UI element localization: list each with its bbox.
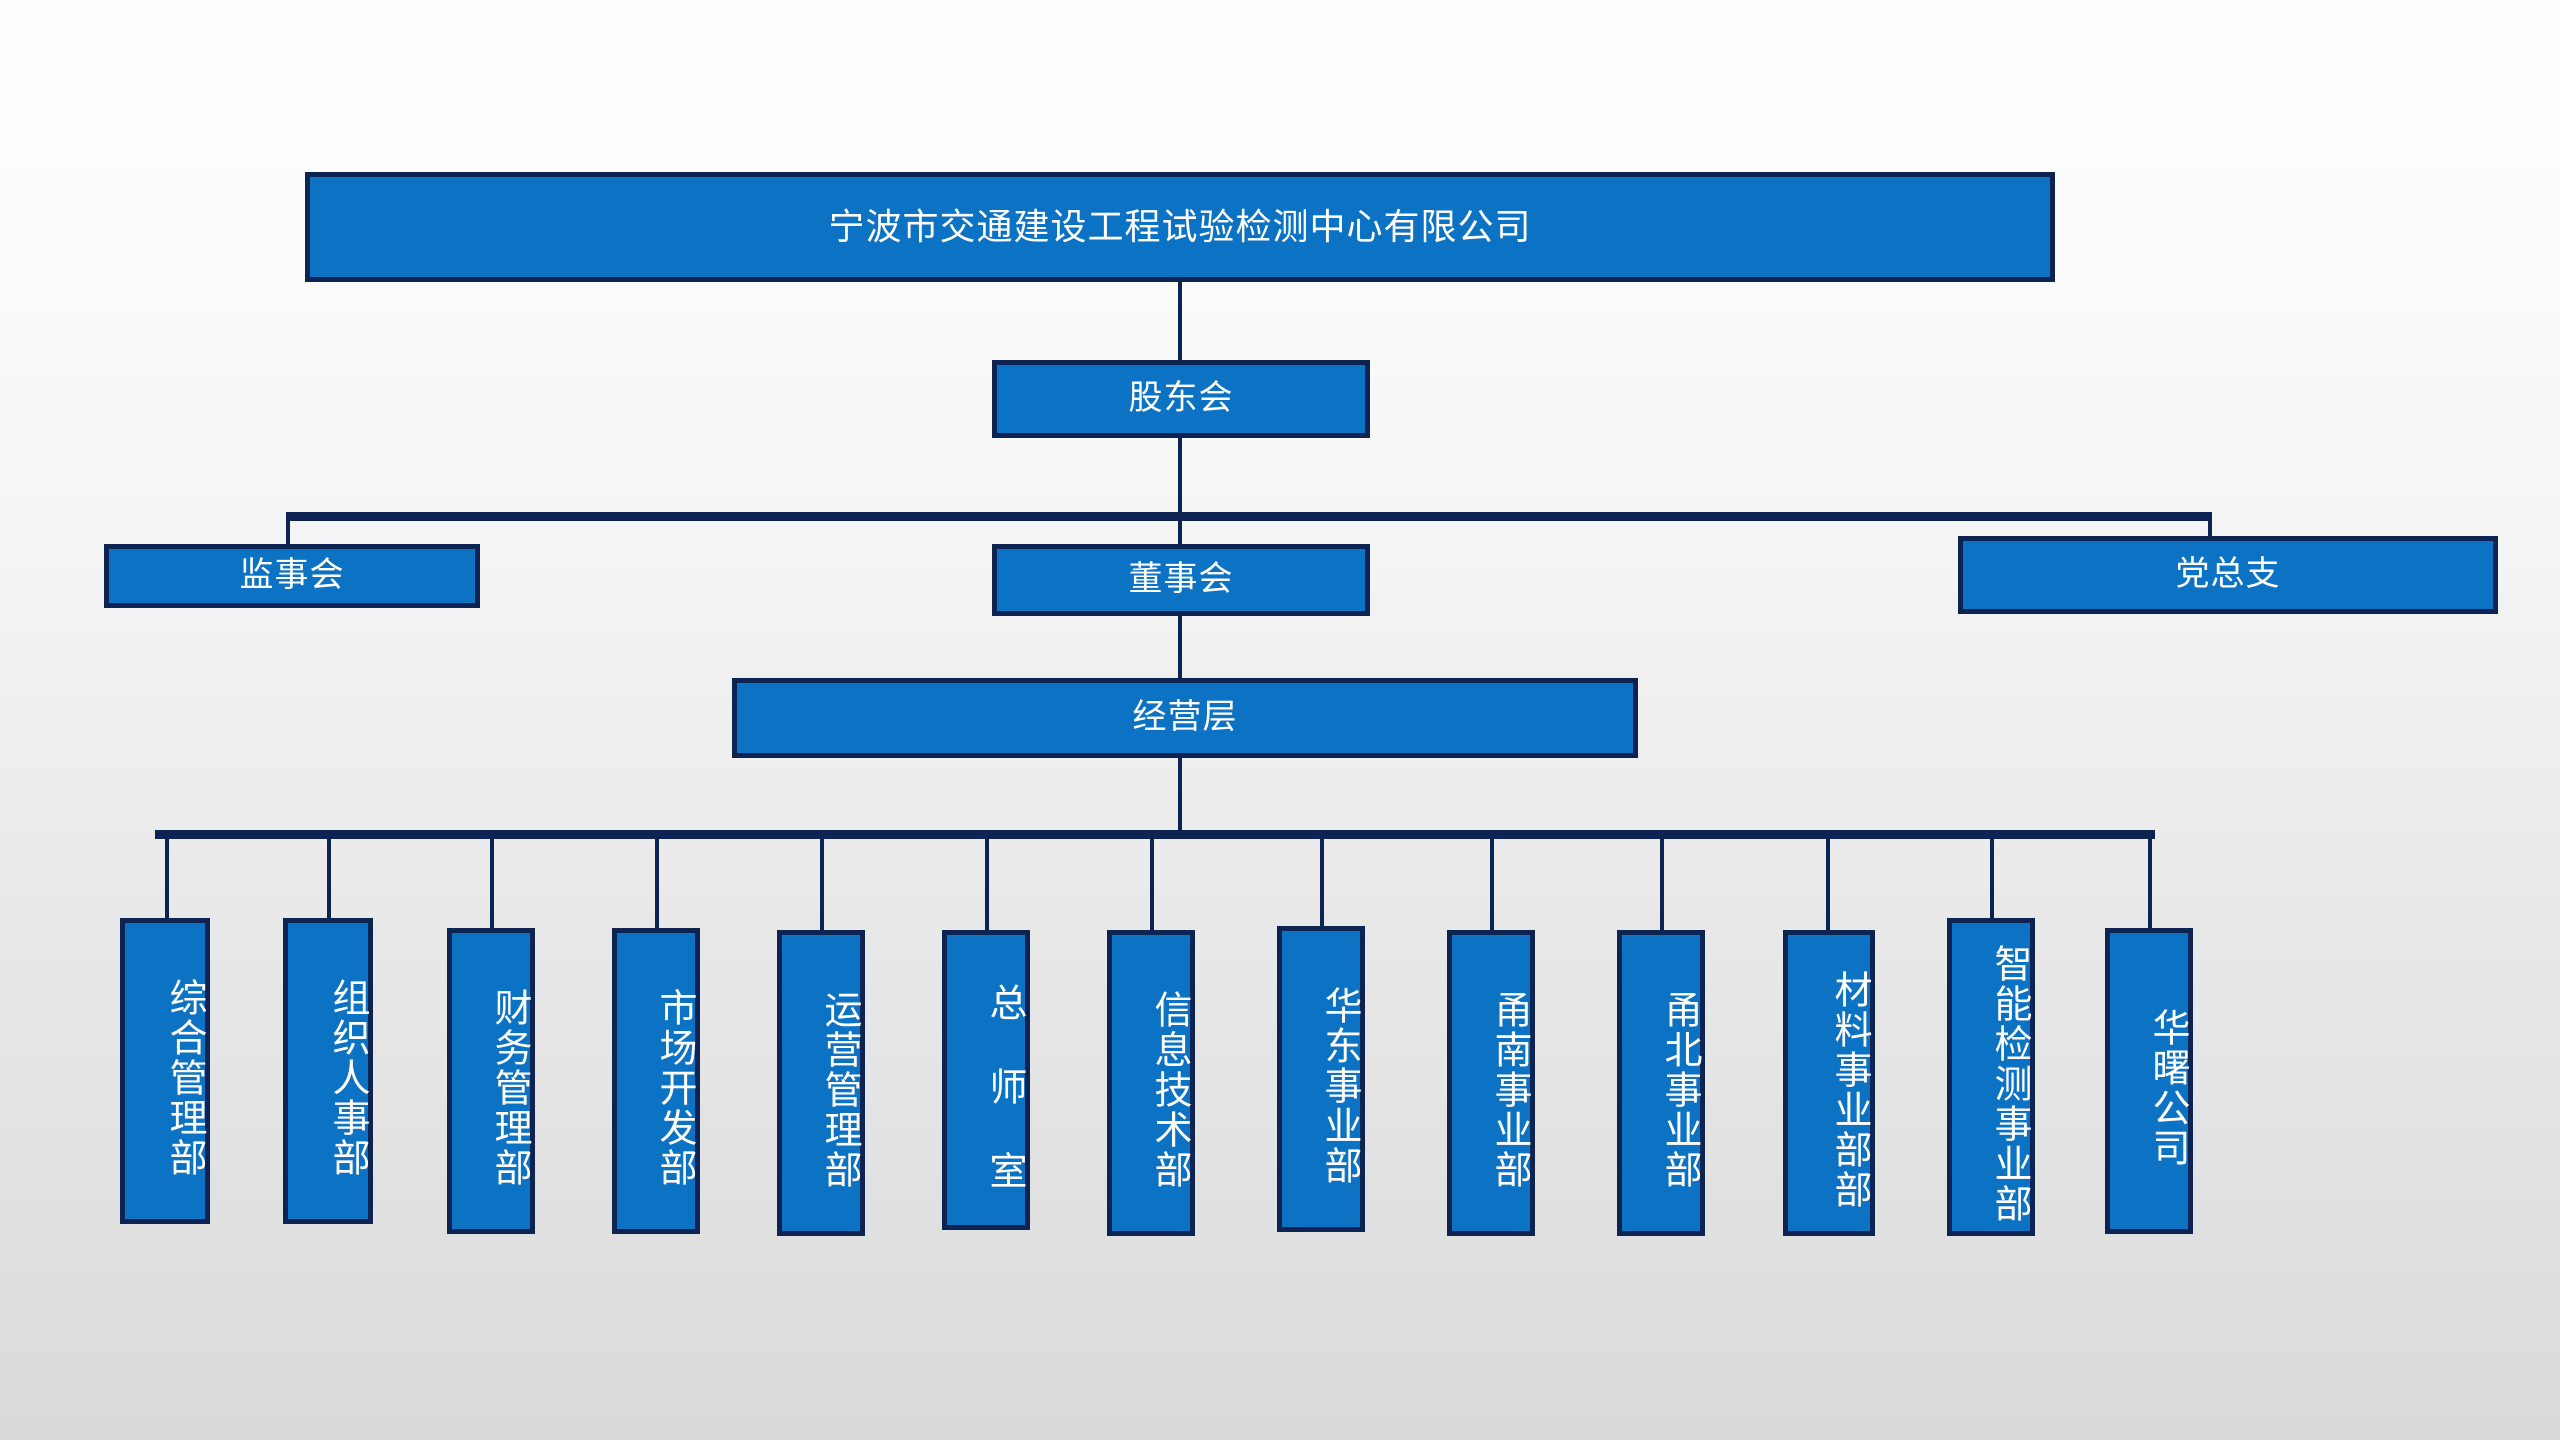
- connector-bus-to-supervisors: [286, 512, 290, 544]
- node-party[interactable]: 党总支: [1958, 536, 2498, 614]
- connector-drop-dept-9: [1490, 830, 1494, 930]
- department-label: 智能检测事业部: [1988, 944, 2030, 1224]
- node-department-1[interactable]: 综合管理部: [120, 918, 210, 1224]
- node-shareholders[interactable]: 股东会: [992, 360, 1370, 438]
- node-management[interactable]: 经营层: [732, 678, 1638, 758]
- department-label: 华曙公司: [2146, 1008, 2188, 1168]
- node-department-7[interactable]: 信息技术部: [1107, 930, 1195, 1236]
- connector-drop-dept-11: [1826, 830, 1830, 930]
- connector-drop-dept-12: [1990, 830, 1994, 918]
- node-supervisors[interactable]: 监事会: [104, 544, 480, 608]
- node-department-3[interactable]: 财务管理部: [447, 928, 535, 1234]
- connector-drop-dept-7: [1150, 830, 1154, 930]
- node-department-5[interactable]: 运营管理部: [777, 930, 865, 1236]
- connector-drop-dept-4: [655, 830, 659, 928]
- connector-drop-dept-6: [985, 830, 989, 930]
- department-label: 甬北事业部: [1658, 990, 1700, 1190]
- node-department-13[interactable]: 华曙公司: [2105, 928, 2193, 1234]
- node-department-4[interactable]: 市场开发部: [612, 928, 700, 1234]
- connector-directors-to-management: [1178, 616, 1182, 678]
- department-label: 运营管理部: [818, 990, 860, 1190]
- node-department-9[interactable]: 甬南事业部: [1447, 930, 1535, 1236]
- department-label: 财务管理部: [488, 988, 530, 1188]
- connector-company-to-shareholders: [1178, 282, 1182, 360]
- connector-drop-dept-13: [2148, 830, 2152, 928]
- connector-shareholders-drop: [1178, 438, 1182, 516]
- node-department-11[interactable]: 材料事业部部: [1783, 930, 1875, 1236]
- connector-drop-dept-8: [1320, 830, 1324, 926]
- department-label: 总 师 室: [983, 983, 1025, 1191]
- node-directors[interactable]: 董事会: [992, 544, 1370, 616]
- connector-drop-dept-3: [490, 830, 494, 928]
- department-label: 华东事业部: [1318, 986, 1360, 1186]
- node-department-8[interactable]: 华东事业部: [1277, 926, 1365, 1232]
- connector-drop-dept-10: [1660, 830, 1664, 930]
- department-label: 市场开发部: [653, 988, 695, 1188]
- connector-drop-dept-1: [165, 830, 169, 918]
- department-label: 信息技术部: [1148, 990, 1190, 1190]
- node-department-6[interactable]: 总 师 室: [942, 930, 1030, 1230]
- department-label: 材料事业部部: [1828, 970, 1870, 1210]
- node-department-10[interactable]: 甬北事业部: [1617, 930, 1705, 1236]
- connector-drop-dept-5: [820, 830, 824, 930]
- department-label: 甬南事业部: [1488, 990, 1530, 1190]
- node-department-12[interactable]: 智能检测事业部: [1947, 918, 2035, 1236]
- department-label: 综合管理部: [163, 978, 205, 1178]
- node-company[interactable]: 宁波市交通建设工程试验检测中心有限公司: [305, 172, 2055, 282]
- connector-bus-to-party: [2208, 512, 2212, 544]
- connector-drop-dept-2: [327, 830, 331, 918]
- node-department-2[interactable]: 组织人事部: [283, 918, 373, 1224]
- connector-bus-departments: [155, 830, 2155, 839]
- department-label: 组织人事部: [326, 978, 368, 1178]
- connector-bus-level3: [286, 512, 2212, 521]
- connector-bus-to-directors: [1178, 512, 1182, 544]
- connector-management-drop: [1178, 758, 1182, 834]
